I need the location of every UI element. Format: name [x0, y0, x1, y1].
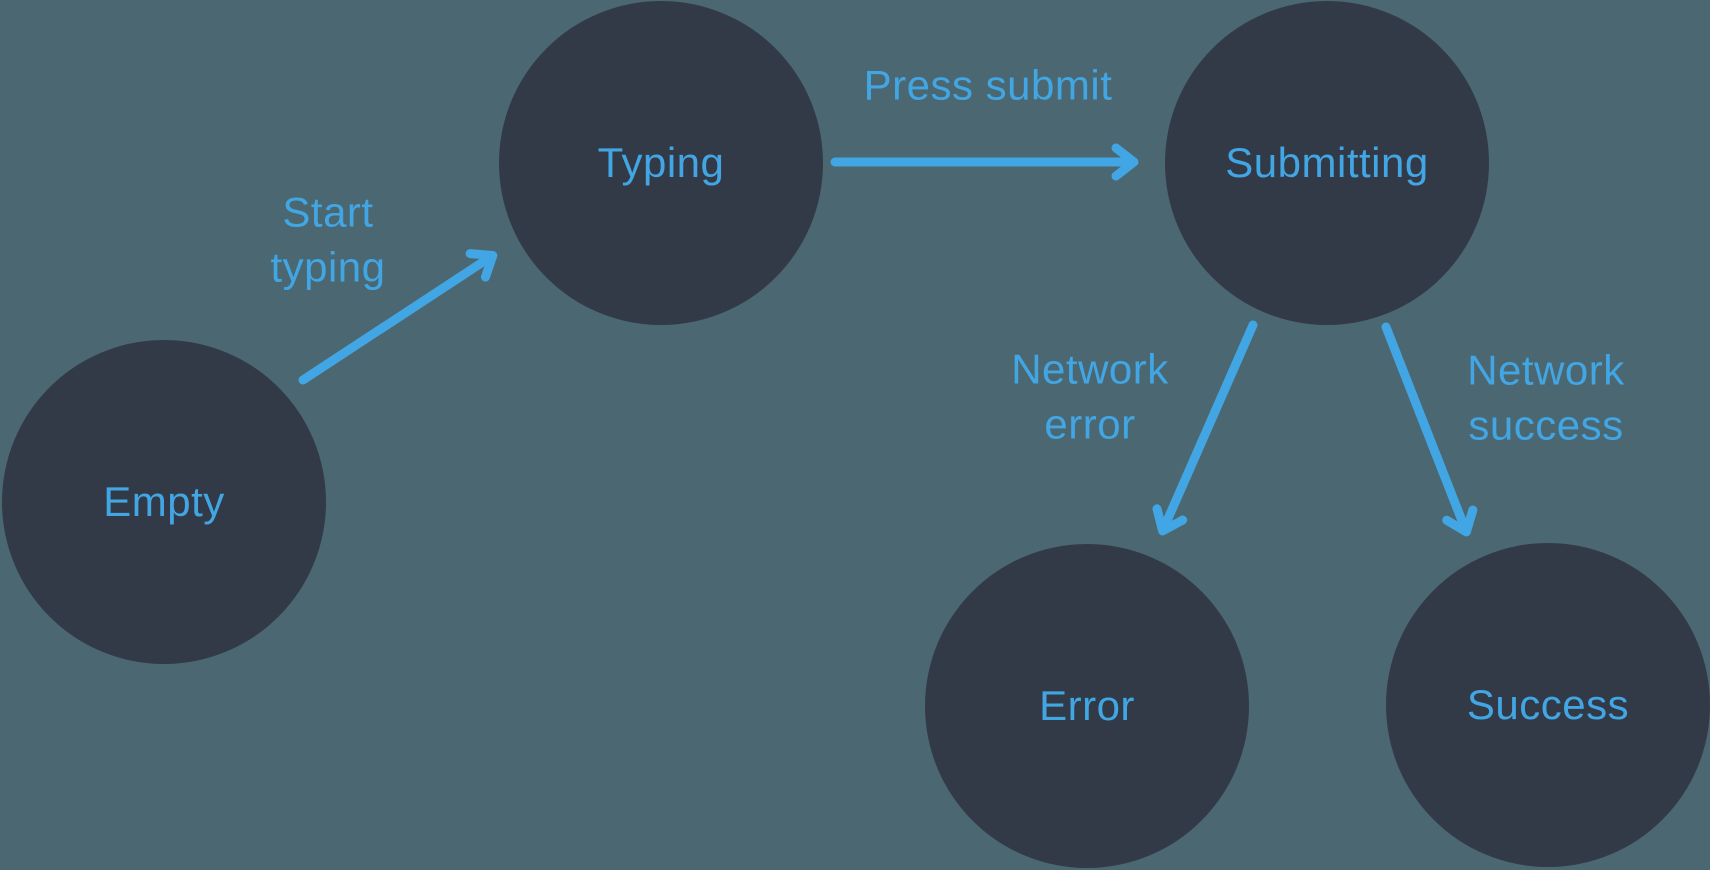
edge-label-network-error: Network error [1011, 345, 1169, 447]
state-node-success: Success [1386, 543, 1710, 867]
state-node-typing: Typing [499, 1, 823, 325]
state-node-empty: Empty [2, 340, 326, 664]
state-node-label: Success [1466, 681, 1630, 728]
edge-label-start-typing: Start typing [270, 188, 386, 290]
state-node-label: Error [1039, 682, 1135, 729]
edge-label-network-success: Network success [1467, 346, 1625, 448]
state-node-label: Empty [103, 478, 225, 525]
state-node-submitting: Submitting [1165, 1, 1489, 325]
edge-label-press-submit: Press submit [863, 61, 1113, 109]
state-node-error: Error [925, 544, 1249, 868]
state-node-label: Submitting [1225, 139, 1429, 186]
state-node-label: Typing [597, 139, 725, 186]
